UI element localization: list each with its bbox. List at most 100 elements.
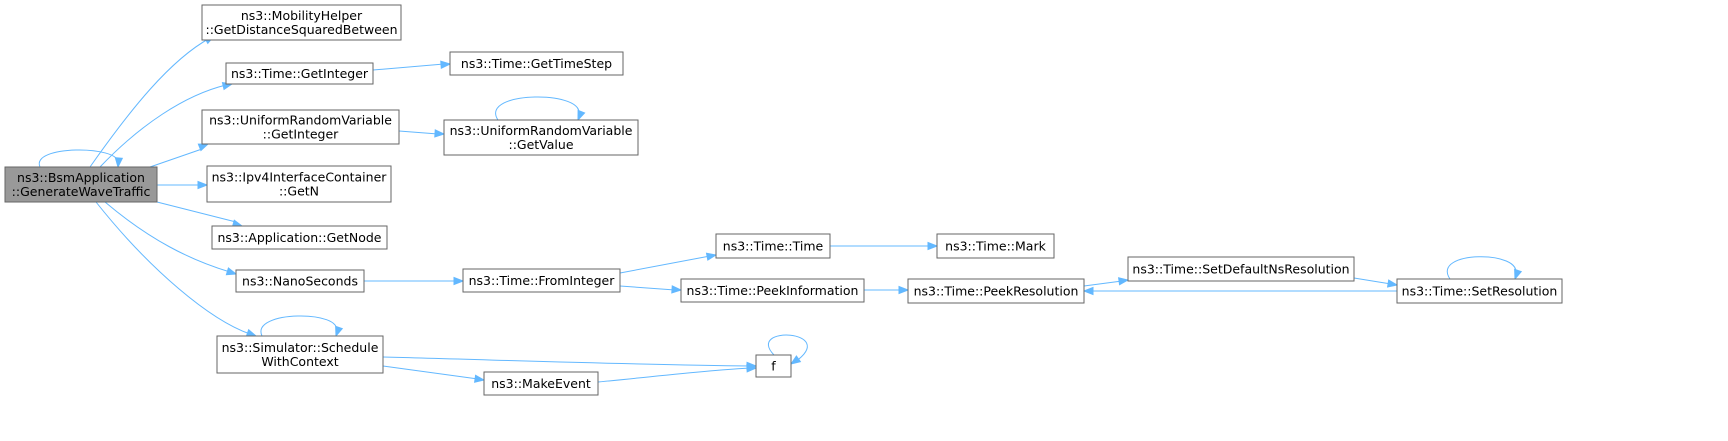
edge-fromint-to-peekinfo	[619, 285, 683, 294]
edge-peekres-to-setdefres	[1083, 277, 1130, 287]
node-label-line: ns3::BsmApplication	[17, 170, 145, 185]
arrowhead	[197, 180, 209, 190]
edge-line	[149, 148, 203, 168]
edge-setdefres-to-setres	[1353, 277, 1399, 288]
edge-line	[1353, 277, 1392, 285]
edge-line	[1446, 256, 1517, 280]
node-label-line: ns3::Simulator::Schedule	[222, 340, 379, 355]
arrowhead	[1082, 286, 1094, 296]
edge-schedule-to-schedule	[260, 315, 344, 338]
edge-line	[382, 365, 479, 380]
node-box	[206, 165, 392, 203]
node-box	[907, 278, 1085, 304]
node-gettimestep[interactable]: ns3::Time::GetTimeStep	[449, 51, 624, 76]
node-peekres[interactable]: ns3::Time::PeekResolution	[907, 278, 1085, 304]
node-box	[1396, 278, 1563, 304]
arrowhead	[1386, 279, 1399, 288]
node-urvgetval[interactable]: ns3::UniformRandomVariable::GetValue	[443, 119, 639, 156]
node-getdist[interactable]: ns3::MobilityHelper::GetDistanceSquaredB…	[201, 4, 402, 41]
node-box	[483, 371, 599, 396]
node-timetime[interactable]: ns3::Time::Time	[715, 233, 831, 259]
arrowhead	[474, 374, 486, 383]
node-makeevent[interactable]: ns3::MakeEvent	[483, 371, 599, 396]
arrowhead	[746, 364, 758, 373]
edge-root-to-ipv4getn	[157, 180, 209, 190]
node-label-line: ns3::MakeEvent	[491, 376, 591, 391]
node-label-line: ns3::Time::PeekResolution	[914, 284, 1079, 299]
edge-makeevent-to-f	[597, 364, 758, 383]
arrowhead	[114, 157, 124, 169]
node-label-line: ::GetDistanceSquaredBetween	[206, 22, 398, 37]
edge-root-to-getdist	[89, 35, 216, 168]
node-nanosec[interactable]: ns3::NanoSeconds	[235, 269, 365, 293]
edge-line	[1083, 280, 1123, 287]
edges-layer	[38, 35, 1523, 383]
edge-setres-to-peekres	[1082, 286, 1397, 296]
edge-root-to-urvgetint	[149, 143, 210, 168]
node-label-line: ns3::Application::GetNode	[218, 230, 382, 245]
node-label-line: ::GenerateWaveTraffic	[12, 184, 151, 199]
edge-line	[372, 63, 445, 71]
node-box	[680, 278, 865, 303]
edge-timetime-to-mark	[830, 241, 939, 251]
node-label-line: ns3::Time::SetResolution	[1402, 284, 1558, 299]
node-label-line: ::GetInteger	[263, 127, 340, 142]
edge-line	[260, 315, 337, 337]
node-ipv4getn[interactable]: ns3::Ipv4InterfaceContainer::GetN	[206, 165, 392, 203]
node-box	[755, 354, 792, 378]
edge-schedule-to-makeevent	[382, 365, 486, 383]
node-label-line: ns3::NanoSeconds	[242, 274, 358, 289]
edge-root-to-getnode	[156, 201, 244, 228]
node-timegetint[interactable]: ns3::Time::GetInteger	[225, 62, 374, 85]
edge-line	[597, 367, 751, 383]
node-box	[201, 109, 400, 145]
node-f[interactable]: f	[755, 354, 792, 378]
edge-root-to-schedule	[95, 201, 258, 337]
edge-line	[104, 201, 231, 273]
edge-root-to-nanosec	[104, 201, 238, 276]
edge-line	[38, 149, 119, 168]
node-mark[interactable]: ns3::Time::Mark	[936, 233, 1055, 259]
arrowhead	[898, 285, 910, 295]
node-getnode[interactable]: ns3::Application::GetNode	[211, 225, 388, 250]
arrowhead	[1514, 268, 1523, 281]
node-label-line: ns3::Time::PeekInformation	[687, 283, 859, 298]
node-label-line: f	[771, 359, 776, 374]
edge-urvgetint-to-urvgetval	[398, 129, 446, 138]
arrowhead	[1118, 277, 1130, 286]
edge-f-to-f	[767, 334, 808, 365]
node-root[interactable]: ns3::BsmApplication::GenerateWaveTraffic	[4, 166, 158, 203]
node-urvgetint[interactable]: ns3::UniformRandomVariable::GetInteger	[201, 109, 400, 145]
node-label-line: ns3::Time::Mark	[945, 239, 1046, 254]
node-fromint[interactable]: ns3::Time::FromInteger	[462, 268, 621, 293]
node-setres[interactable]: ns3::Time::SetResolution	[1396, 278, 1563, 304]
node-setdefres[interactable]: ns3::Time::SetDefaultNsResolution	[1127, 256, 1355, 282]
node-box	[462, 268, 621, 293]
node-peekinfo[interactable]: ns3::Time::PeekInformation	[680, 278, 865, 303]
edge-timegetint-to-gettimestep	[372, 60, 452, 71]
node-box	[225, 62, 374, 85]
node-box	[211, 225, 388, 250]
arrowhead	[705, 252, 718, 261]
node-label-line: ns3::Time::SetDefaultNsResolution	[1132, 262, 1349, 277]
edge-urvgetval-to-urvgetval	[495, 96, 586, 122]
node-label-line: ::GetN	[279, 184, 319, 199]
node-label-line: ns3::Time::Time	[723, 239, 824, 254]
node-label-line: ns3::MobilityHelper	[241, 8, 363, 23]
arrowhead	[434, 129, 446, 138]
edge-setres-to-setres	[1446, 256, 1523, 281]
node-label-line: ns3::Time::GetTimeStep	[461, 56, 612, 71]
arrowhead	[245, 328, 258, 337]
node-box	[715, 233, 831, 259]
arrowhead	[671, 285, 683, 294]
edge-line	[156, 201, 237, 223]
node-label-line: ns3::Ipv4InterfaceContainer	[212, 170, 388, 185]
edge-schedule-to-f	[382, 356, 758, 371]
nodes-layer: ns3::BsmApplication::GenerateWaveTraffic…	[4, 4, 1563, 396]
edge-line	[619, 285, 676, 291]
node-box	[443, 119, 639, 156]
node-label-line: ns3::UniformRandomVariable	[450, 123, 633, 138]
node-label-line: ns3::Time::FromInteger	[469, 273, 616, 288]
